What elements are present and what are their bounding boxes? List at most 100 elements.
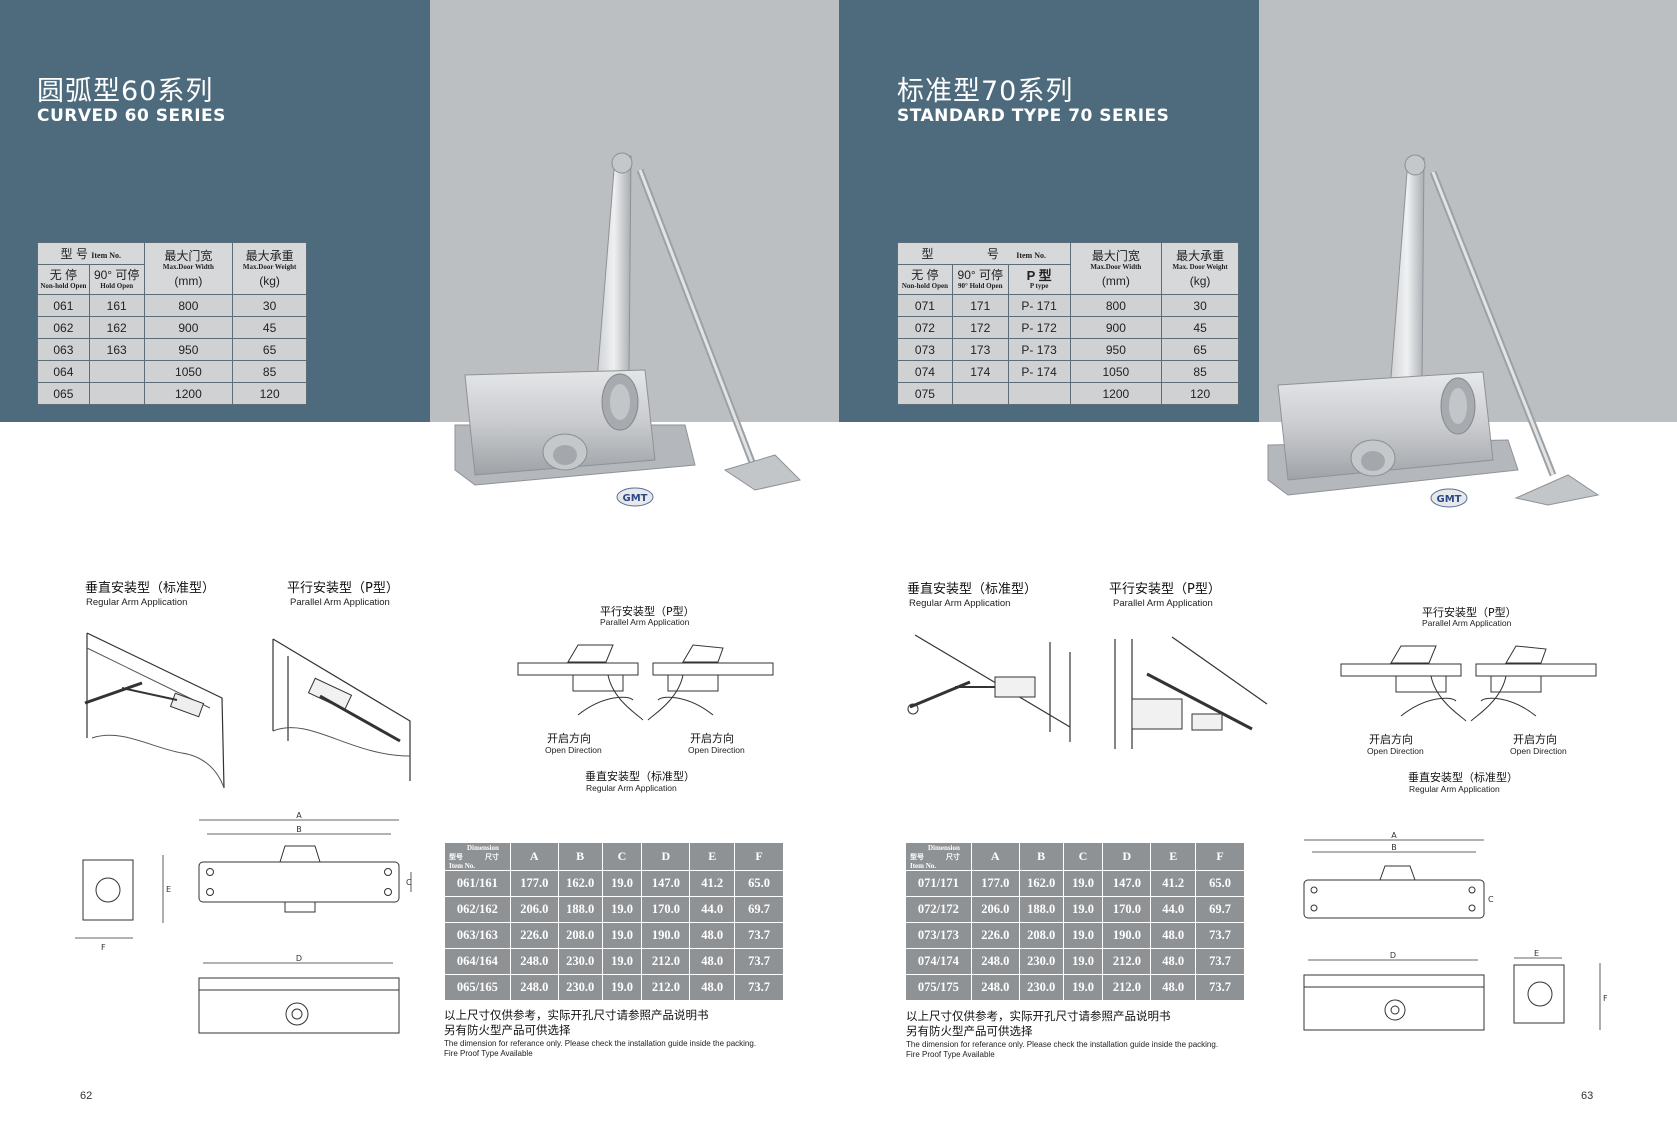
spec-cell: 45 [1161,316,1239,339]
dim-cell: 071/171 [905,870,972,897]
spec-cell: 85 [232,360,307,383]
right-regular-label-cn: 垂直安装型（标准型） [907,582,1038,597]
dim-cell: 064/164 [444,948,511,975]
left-note-cn-2: 另有防火型产品可供选择 [444,1023,571,1037]
dim-cell: 230.0 [557,948,603,975]
spec-header-ptype: P 型 P type [1007,264,1071,295]
right-open-dir-en-1: Open Direction [1367,746,1424,756]
right-note-cn-2: 另有防火型产品可供选择 [906,1024,1033,1038]
svg-text:A: A [1391,831,1397,840]
dim-cell: 19.0 [601,922,643,949]
left-door-closer-photo: GMT [454,152,801,507]
dim-cell: 48.0 [1150,948,1197,975]
left-note-en-1: The dimension for referance only. Please… [444,1039,757,1048]
dim-cell: 73.7 [1195,948,1245,975]
dim-header-cell: C [601,842,643,871]
spec-cell: 45 [232,316,307,339]
spec-cell: 171 [951,294,1009,317]
dim-cell: 44.0 [689,896,736,923]
right-open-dir-en-2: Open Direction [1510,746,1567,756]
dim-cell: 147.0 [641,870,691,897]
left-regular-label-en: Regular Arm Application [86,597,188,608]
svg-text:A: A [296,811,302,820]
spec-cell: 172 [951,316,1009,339]
left-dim-corner: Dimension 型号 尺寸 Item No. [444,842,511,871]
left-open-dir-en-1: Open Direction [545,745,602,755]
left-diag-top-cn: 平行安装型（P型） [600,605,695,618]
spec-header-nonhold: 无 停 Non-hold Open [897,264,953,295]
left-parallel-arm-sketch [272,638,411,781]
dim-cell: 177.0 [970,870,1020,897]
left-parallel-label-en: Parallel Arm Application [290,597,390,608]
left-product-band [430,0,839,422]
dim-cell: 48.0 [1150,974,1197,1001]
svg-text:B: B [1391,843,1397,852]
dim-cell: 48.0 [689,974,736,1001]
dim-header-cell: E [689,842,736,871]
left-regular-label-cn: 垂直安装型（标准型） [85,581,216,596]
left-top-view-diagram [517,644,774,721]
svg-text:B: B [296,825,302,834]
dim-header-cell: A [509,842,559,871]
spec-cell: 075 [897,382,953,405]
dim-cell: 19.0 [601,870,643,897]
dim-cell: 73.7 [734,922,784,949]
right-diag-bottom-en: Regular Arm Application [1409,784,1500,794]
spec-cell: 1050 [143,360,234,383]
right-product-band [1259,0,1677,422]
svg-text:C: C [406,878,412,887]
dim-cell: 41.2 [1150,870,1197,897]
spec-cell [1007,382,1071,405]
left-note-cn-1: 以上尺寸仅供参考，实际开孔尺寸请参照产品说明书 [444,1008,709,1022]
right-door-closer-photo: GMT [1267,154,1600,508]
dim-cell: 063/163 [444,922,511,949]
left-open-dir-cn-1: 开启方向 [547,732,591,745]
left-diag-top-en: Parallel Arm Application [600,617,690,627]
dim-cell: 248.0 [970,974,1020,1001]
dim-header-cell: C [1062,842,1104,871]
spec-cell: 173 [951,338,1009,361]
left-page-number: 62 [80,1090,93,1102]
spec-cell: 1200 [143,382,234,405]
dim-cell: 065/165 [444,974,511,1001]
dim-header-cell: F [1195,842,1245,871]
svg-text:F: F [1603,994,1608,1003]
dim-cell: 19.0 [1062,870,1104,897]
dim-cell: 226.0 [970,922,1020,949]
spec-cell: 800 [143,294,234,317]
spec-cell: 174 [951,360,1009,383]
dim-cell: 061/161 [444,870,511,897]
spec-cell: 071 [897,294,953,317]
spec-cell: 30 [1161,294,1239,317]
dim-cell: 48.0 [689,922,736,949]
spec-cell: 074 [897,360,953,383]
spec-cell: 163 [88,338,145,361]
dim-cell: 162.0 [1018,870,1064,897]
right-note-en-1: The dimension for referance only. Please… [906,1040,1219,1049]
dim-cell: 230.0 [557,974,603,1001]
dim-cell: 212.0 [1102,948,1152,975]
spec-header-hold: 90° 可停 90° Hold Open [951,264,1009,295]
spec-header-width: 最大门宽 Max.Door Width (mm) [1069,242,1163,295]
right-page-number: 63 [1581,1090,1594,1102]
right-note-cn-1: 以上尺寸仅供参考，实际开孔尺寸请参照产品说明书 [906,1009,1171,1023]
spec-cell: 950 [1069,338,1163,361]
dim-header-cell: A [970,842,1020,871]
svg-text:C: C [1488,895,1494,904]
svg-text:D: D [1390,951,1396,960]
dim-cell: 206.0 [970,896,1020,923]
spec-cell: 800 [1069,294,1163,317]
spec-cell: 072 [897,316,953,339]
right-parallel-label-en: Parallel Arm Application [1113,598,1213,609]
